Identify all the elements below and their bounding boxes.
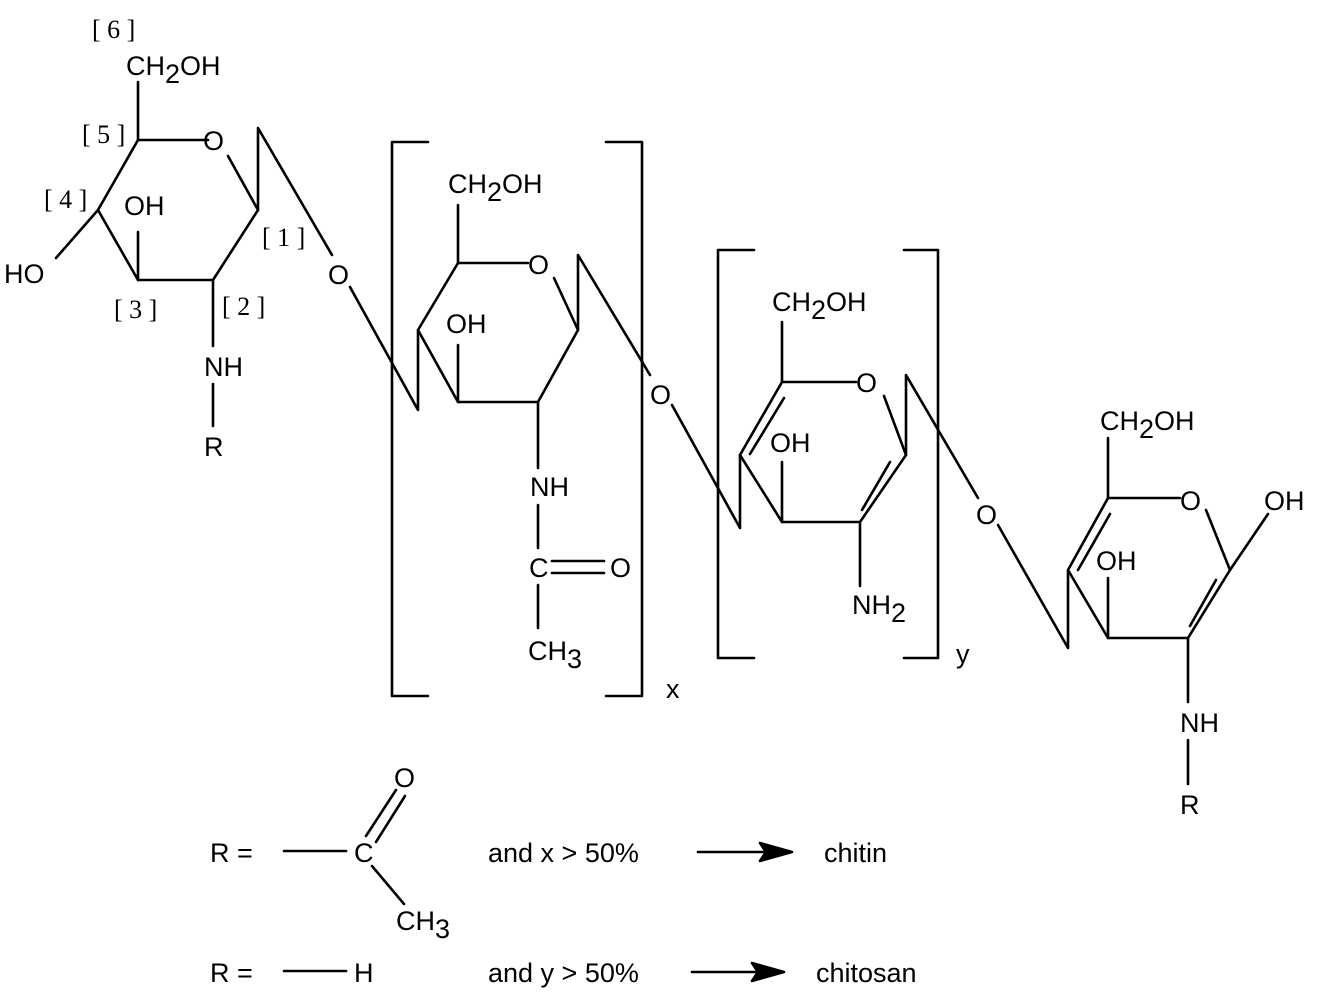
legend-chitin-acyl-c: C	[354, 838, 374, 868]
ring-1-c3-oh: OH	[124, 191, 165, 221]
ring-1-bonds	[96, 138, 260, 282]
legend-chitin-r-equals: R =	[210, 838, 253, 868]
ring-2-nh: NH	[530, 472, 569, 502]
bracket-y-right	[902, 248, 940, 660]
ring-1-r: R	[204, 432, 224, 462]
ring-2-bonds	[416, 261, 580, 404]
ring-3-c3-oh: OH	[770, 428, 811, 458]
ring-2-ch2oh: CH2OH	[448, 169, 543, 207]
ring-2-c3-oh: OH	[446, 309, 487, 339]
legend-chitin-methyl-bond	[370, 864, 406, 906]
bracket-y-subscript: y	[956, 639, 970, 669]
legend-chitin-row: R = C O CH3 and x > 50% chitin	[210, 763, 887, 944]
legend-chitin-arrow-head	[758, 841, 794, 863]
legend-chitin-ch3: CH3	[396, 906, 450, 944]
glycosidic-bond-3-4	[996, 523, 1070, 650]
ring-4-c3-oh: OH	[1096, 546, 1137, 576]
ring-2-ch3: CH3	[528, 636, 582, 674]
ring-4-double-bond-left	[1076, 512, 1112, 572]
legend-chitin-carbonyl-o: O	[394, 763, 415, 793]
ring-3-double-bond-left	[748, 396, 786, 456]
legend-chitosan-condition: and y > 50%	[488, 958, 639, 988]
glycosidic-bond-1-2	[348, 285, 420, 412]
ring-1-pos4-label: [ 4 ]	[44, 185, 87, 214]
ring-1-pos2-label: [ 2 ]	[222, 292, 265, 321]
bracket-y-unit: y CH2OH O OH NH2	[716, 248, 980, 669]
ring-2-carbonyl-o: O	[610, 553, 631, 583]
legend-chitin-carbonyl-bond-b	[374, 794, 407, 844]
ring-1-nh: NH	[204, 352, 243, 382]
ring-4-r: R	[1180, 790, 1200, 820]
bracket-x-unit: x CH2OH O OH NH C O CH3	[390, 140, 680, 704]
ring-4-ch2oh: CH2OH	[1100, 406, 1195, 444]
ring-3-ring-o: O	[856, 368, 877, 398]
ring-2-ring-o: O	[528, 250, 549, 280]
glycosidic-o-3: O	[976, 500, 997, 530]
legend-chitin-condition: and x > 50%	[488, 838, 639, 868]
ring-4-nh: NH	[1180, 708, 1219, 738]
ring-3-bonds	[738, 380, 908, 524]
bracket-x-subscript: x	[666, 674, 680, 704]
legend-chitosan-arrow-head	[750, 961, 786, 983]
ring-1: [ 6 ] CH2OH [ 5 ] O [ 4 ] OH [ 1 ] HO [ …	[4, 15, 334, 462]
ring-4: CH2OH O OH OH NH R	[1066, 406, 1305, 820]
ring-1-pos6-label: [ 6 ]	[92, 15, 135, 44]
legend-chitosan-row: R = H and y > 50% chitosan	[210, 958, 917, 988]
ring-3-glycosidic-bond	[904, 373, 980, 500]
ring-1-glycosidic-bond	[256, 126, 334, 257]
ring-3-double-bond-right	[860, 460, 892, 512]
bracket-x-right	[604, 140, 644, 698]
legend-chitosan-result: chitosan	[816, 958, 917, 988]
ring-1-c4-ho: HO	[4, 259, 45, 289]
ring-2-carbonyl-c: C	[529, 553, 549, 583]
legend-chitosan-r-equals: R =	[210, 958, 253, 988]
ring-1-ch2oh: CH2OH	[126, 51, 221, 89]
ring-1-pos1-label: [ 1 ]	[262, 223, 305, 252]
ring-1-ring-o: O	[203, 126, 224, 156]
ring-4-bonds	[1066, 496, 1232, 640]
ring-4-c1-oh-bond	[1228, 512, 1270, 572]
glycosidic-o-1: O	[328, 260, 349, 290]
ring-4-ring-o: O	[1180, 486, 1201, 516]
ring-4-c1-oh: OH	[1264, 486, 1305, 516]
legend-chitin-carbonyl-bond-a	[364, 788, 398, 838]
bracket-y-left	[716, 248, 756, 660]
bracket-x-left	[390, 140, 430, 698]
ring-3-ch2oh: CH2OH	[772, 287, 867, 325]
ring-3-nh2: NH2	[852, 590, 906, 628]
ring-4-double-bond-right	[1188, 578, 1218, 628]
legend-chitin-result: chitin	[824, 838, 887, 868]
legend-chitosan-h: H	[354, 958, 374, 988]
ring-1-c4-oh-bond	[54, 208, 100, 260]
ring-1-pos5-label: [ 5 ]	[82, 120, 125, 149]
ring-1-pos3-label: [ 3 ]	[114, 295, 157, 324]
glycosidic-bond-2-3	[670, 403, 742, 530]
ring-2-glycosidic-bond	[576, 253, 652, 377]
glycosidic-o-2: O	[650, 380, 671, 410]
